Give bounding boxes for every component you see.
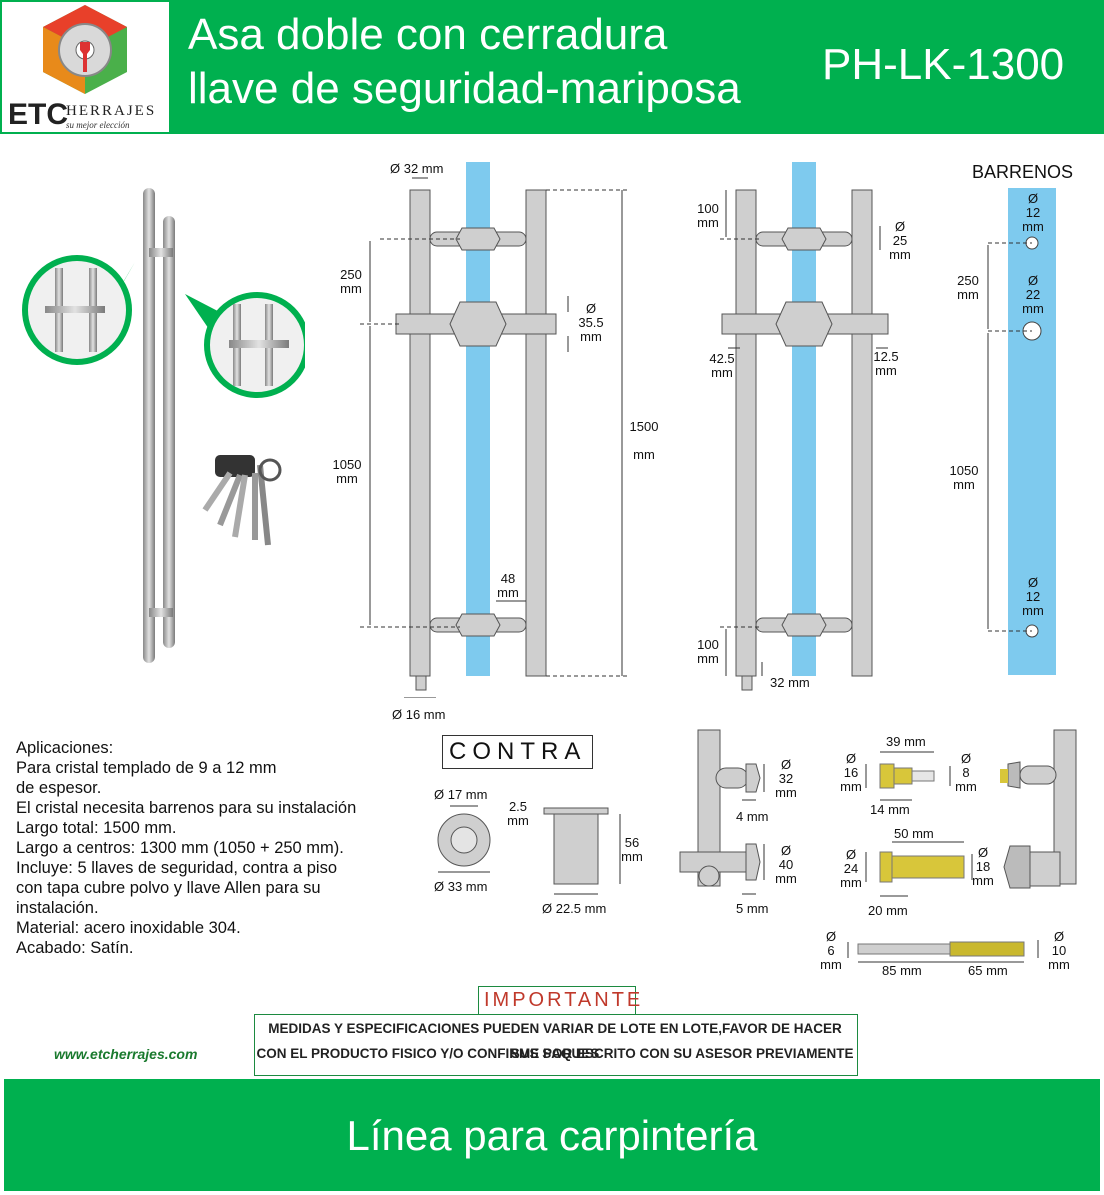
contra-d17: Ø 17 mm [434, 787, 488, 802]
website-link[interactable]: www.etcherrajes.com [54, 1046, 198, 1062]
det-d39: 39 mm [886, 734, 926, 749]
contra-title: CONTRA [442, 735, 594, 769]
spec-line: Largo a centros: 1300 mm (1050 + 250 mm)… [16, 839, 344, 857]
product-photo [22, 188, 305, 663]
det-d85: 85 mm [882, 963, 922, 978]
det-d4: 4 mm [736, 809, 769, 824]
spec-line: Acabado: Satín. [16, 939, 134, 957]
keys [202, 455, 282, 546]
det-d5: 5 mm [736, 901, 769, 916]
dim-d16: Ø 16 mm [392, 707, 446, 722]
important-title: IMPORTANTE [484, 989, 644, 1011]
logo-etc: ETC [8, 98, 68, 131]
spec-line: Material: acero inoxidable 304. [16, 919, 241, 937]
detail-fasteners [847, 729, 1077, 963]
spec-line: El cristal necesita barrenos para su ins… [16, 799, 357, 817]
logo-tagline: su mejor elección [66, 120, 130, 130]
logo-box: ETC HERRAJES su mejor elección [2, 2, 169, 132]
contra-d33: Ø 33 mm [434, 879, 488, 894]
spec-line: Largo total: 1500 mm. [16, 819, 177, 837]
contra-d225: Ø 22.5 mm [542, 901, 607, 916]
barrenos-title: BARRENOS [972, 162, 1074, 182]
contra-drawing [437, 805, 621, 895]
spec-line: Para cristal templado de 9 a 12 mm [16, 759, 277, 777]
specifications: Aplicaciones: Para cristal templado de 9… [16, 738, 416, 958]
important-line2: CON EL PRODUCTO FISICO Y/O CONFIRME POR … [256, 1046, 854, 1061]
product-title-line1: Asa doble con cerradura [188, 10, 668, 59]
det-d65: 65 mm [968, 963, 1008, 978]
spec-line: Aplicaciones: [16, 739, 114, 757]
dim-d32-top: Ø 32 mm [390, 161, 444, 176]
front-view-drawing [360, 162, 630, 698]
important-notice-box [254, 1014, 858, 1076]
detail-handle-ends [679, 729, 765, 895]
side-view-drawing [720, 162, 889, 691]
barrenos-drawing [987, 188, 1056, 675]
logo-herrajes: HERRAJES [66, 103, 157, 119]
det-d50: 50 mm [894, 826, 934, 841]
spec-line: de espesor. [16, 779, 102, 797]
header-bar [0, 0, 1104, 134]
spec-line: Incluye: 5 llaves de seguridad, contra a… [16, 859, 338, 877]
logo-emblem [43, 5, 127, 94]
product-title-line2: llave de seguridad-mariposa [188, 64, 741, 113]
footer-title: Línea para carpintería [346, 1112, 758, 1159]
spec-line: instalación. [16, 899, 99, 917]
spec-line: con tapa cubre polvo y llave Allen para … [16, 879, 321, 897]
det-d20: 20 mm [868, 903, 908, 918]
important-line1: MEDIDAS Y ESPECIFICACIONES PUEDEN VARIAR… [268, 1021, 842, 1061]
det-d14: 14 mm [870, 802, 910, 817]
product-code: PH-LK-1300 [822, 40, 1065, 89]
footer-bar [4, 1079, 1100, 1191]
dim-32-bot: 32 mm [770, 675, 810, 690]
